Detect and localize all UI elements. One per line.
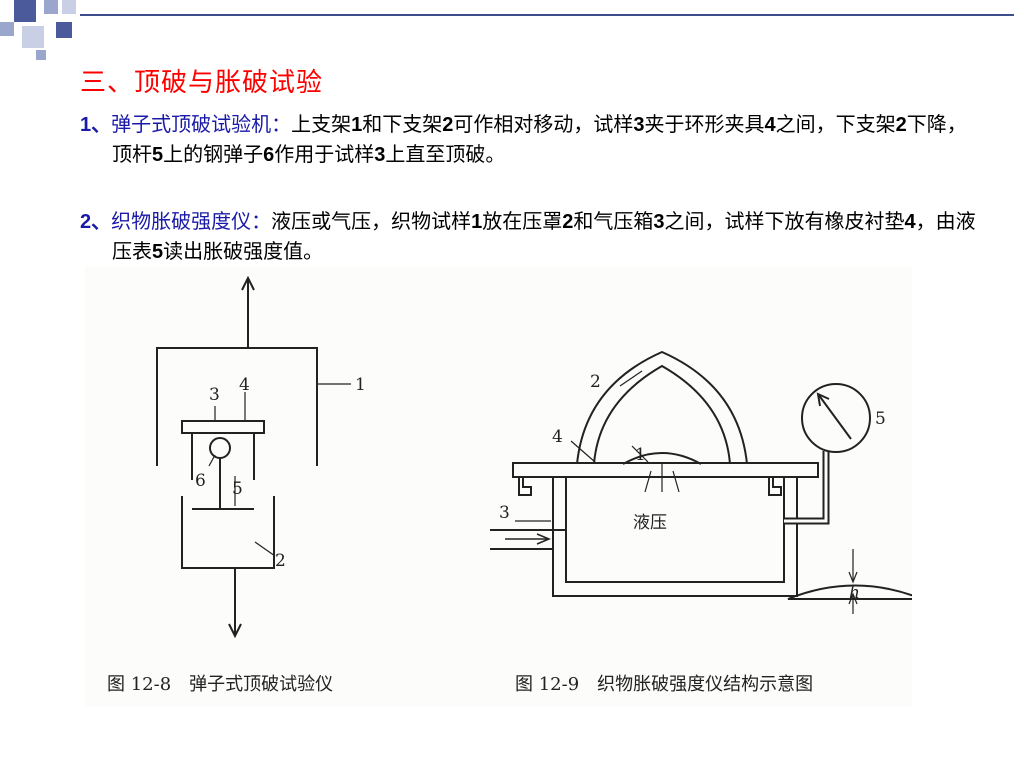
corner-square (56, 22, 72, 38)
fig1-label-1: 1 (355, 375, 366, 395)
header-rule (80, 14, 1014, 16)
number-segment: 6 (263, 144, 275, 166)
text-segment: 读出胀破强度值。 (163, 239, 324, 263)
corner-square (62, 0, 76, 14)
bullet-item-1: 1、弹子式顶破试验机：上支架1和下支架2可作相对移动，试样3夹于环形夹具4之间，… (80, 110, 980, 170)
bullet-term-1: 弹子式顶破试验机： (111, 112, 292, 136)
number-segment: 5 (152, 241, 164, 263)
number-segment: 3 (653, 211, 665, 233)
number-segment: 3 (633, 114, 645, 136)
text-segment: 上支架 (291, 112, 352, 136)
figure-image: 1 2 3 4 5 6 1 2 3 4 5 h 液压 图 12-8 弹子式顶破试… (85, 266, 912, 706)
corner-square (44, 0, 58, 14)
fig1-label-5: 5 (232, 479, 243, 499)
bullet-number-1: 1、 (80, 114, 112, 136)
corner-square (0, 22, 14, 36)
fig2-label-2: 2 (590, 372, 601, 392)
fig2-label-4: 4 (552, 427, 563, 447)
text-segment: 放在压罩 (482, 209, 563, 233)
corner-square (22, 26, 44, 48)
fig2-caption: 图 12-9 织物胀破强度仪结构示意图 (515, 674, 813, 695)
ball-burst-tester-diagram (156, 275, 351, 639)
bullet-text-2: 2、织物胀破强度仪：液压或气压，织物试样1放在压罩2和气压箱3之间，试样下放有橡… (80, 207, 980, 267)
corner-square (14, 0, 36, 22)
number-segment: 4 (904, 211, 916, 233)
fig2-label-1: 1 (635, 445, 646, 465)
number-segment: 3 (374, 144, 386, 166)
fig1-label-4: 4 (239, 375, 250, 395)
bullet-text-1: 1、弹子式顶破试验机：上支架1和下支架2可作相对移动，试样3夹于环形夹具4之间，… (80, 110, 980, 170)
text-segment: 下降，顶杆 (112, 112, 967, 166)
text-segment: 上的钢弹子 (163, 142, 264, 166)
fig1-label-6: 6 (195, 471, 206, 491)
fig2-label-5: 5 (875, 409, 886, 429)
number-segment: 1 (351, 114, 363, 136)
text-segment: 作用于试样 (274, 142, 375, 166)
text-segment: 上直至顶破。 (385, 142, 506, 166)
bullet-term-2: 织物胀破强度仪： (111, 209, 272, 233)
text-segment: 和下支架 (362, 112, 443, 136)
number-segment: 2 (442, 114, 454, 136)
text-segment: 和气压箱 (573, 209, 654, 233)
number-segment: 2 (895, 114, 907, 136)
fig2-label-h: h (849, 583, 860, 603)
fig1-label-3: 3 (209, 385, 220, 405)
number-segment: 2 (562, 211, 574, 233)
text-segment: 之间，下支架 (775, 112, 896, 136)
bursting-tester-diagram (490, 350, 912, 614)
bullet-number-2: 2、 (80, 211, 112, 233)
text-segment: ，由液压表 (112, 209, 976, 263)
bullet-item-2: 2、织物胀破强度仪：液压或气压，织物试样1放在压罩2和气压箱3之间，试样下放有橡… (80, 207, 980, 267)
text-segment: 液压或气压，织物试样 (271, 209, 472, 233)
number-segment: 1 (471, 211, 483, 233)
figure-diagrams: 1 2 3 4 5 6 1 2 3 4 5 h 液压 图 12-8 弹子式顶破试… (107, 275, 912, 695)
fig1-caption: 图 12-8 弹子式顶破试验仪 (107, 674, 333, 695)
text-segment: 夹于环形夹具 (644, 112, 765, 136)
number-segment: 4 (764, 114, 776, 136)
fig2-label-3: 3 (499, 503, 510, 523)
text-segment: 可作相对移动，试样 (453, 112, 634, 136)
corner-square (36, 50, 46, 60)
number-segment: 5 (152, 144, 164, 166)
slide-title: 三、顶破与胀破试验 (80, 68, 324, 98)
text-segment: 之间，试样下放有橡皮衬垫 (664, 209, 905, 233)
fig1-label-2: 2 (275, 551, 286, 571)
fig2-pressure-label: 液压 (633, 513, 667, 533)
